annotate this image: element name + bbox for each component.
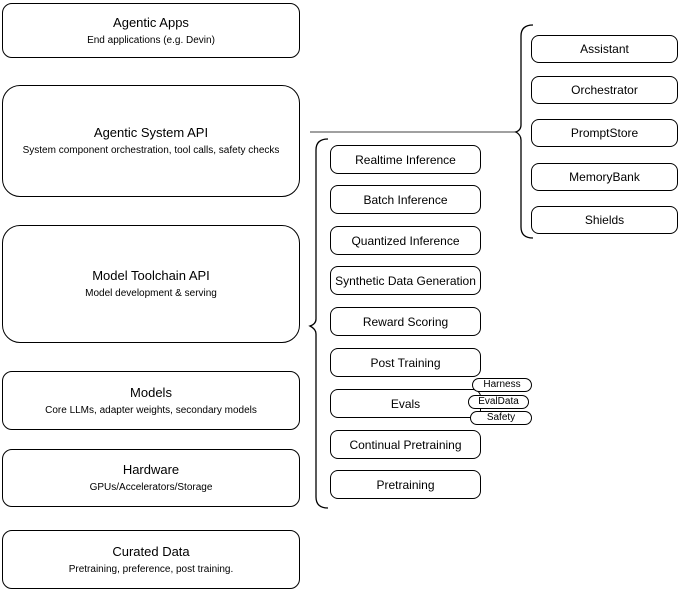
layer-title: Model Toolchain API [92,268,210,283]
layer-hardware: Hardware GPUs/Accelerators/Storage [2,449,300,507]
system-item-memorybank: MemoryBank [531,163,678,191]
toolchain-item-label: Quantized Inference [351,233,460,248]
evals-sub-harness: Harness [472,378,532,392]
toolchain-item-quantized-inference: Quantized Inference [330,226,481,255]
layer-models: Models Core LLMs, adapter weights, secon… [2,371,300,430]
toolchain-item-realtime-inference: Realtime Inference [330,145,481,174]
toolchain-bracket [308,138,329,509]
toolchain-item-label: Synthetic Data Generation [335,273,476,288]
layer-title: Hardware [122,462,180,477]
system-item-promptstore: PromptStore [531,119,678,147]
layer-title: Models [130,384,172,400]
system-item-label: Shields [584,213,625,227]
layer-subtitle: GPUs/Accelerators/Storage [89,482,213,493]
evals-sub-safety: Safety [470,411,532,425]
system-item-orchestrator: Orchestrator [531,76,678,104]
toolchain-item-continual-pretraining: Continual Pretraining [330,430,481,459]
layer-subtitle: Core LLMs, adapter weights, secondary mo… [45,404,257,416]
layer-subtitle: Pretraining, preference, post training. [68,563,234,575]
system-item-shields: Shields [531,206,678,234]
toolchain-item-pretraining: Pretraining [330,470,481,499]
system-bracket [514,24,534,239]
evals-sub-label: EvalData [478,396,519,407]
evals-sub-label: Harness [483,379,521,390]
layer-subtitle: End applications (e.g. Devin) [87,34,215,46]
layer-curated-data: Curated Data Pretraining, preference, po… [2,530,300,589]
toolchain-item-synthetic-data-generation: Synthetic Data Generation [330,266,481,295]
layer-title: Agentic Apps [113,14,189,30]
layer-model-toolchain-api: Model Toolchain API Model development & … [2,225,300,343]
layer-title: Agentic System API [93,125,209,140]
toolchain-item-label: Reward Scoring [362,314,449,329]
toolchain-item-label: Evals [390,396,421,411]
layer-subtitle: Model development & serving [85,288,217,299]
layer-subtitle: System component orchestration, tool cal… [22,145,280,156]
toolchain-item-label: Post Training [370,355,441,370]
system-item-label: Assistant [580,42,629,56]
system-item-label: PromptStore [570,126,639,140]
system-item-label: MemoryBank [569,170,640,184]
toolchain-item-reward-scoring: Reward Scoring [330,307,481,336]
toolchain-item-label: Continual Pretraining [349,437,462,452]
evals-sub-evaldata: EvalData [468,395,529,409]
toolchain-item-label: Realtime Inference [355,152,456,167]
toolchain-item-label: Pretraining [376,477,435,492]
evals-sub-label: Safety [486,412,516,423]
toolchain-item-evals: Evals [330,389,481,418]
toolchain-item-batch-inference: Batch Inference [330,185,481,214]
layer-agentic-apps: Agentic Apps End applications (e.g. Devi… [2,3,300,58]
toolchain-item-label: Batch Inference [363,192,448,207]
layer-agentic-system-api: Agentic System API System component orch… [2,85,300,197]
system-item-label: Orchestrator [571,83,638,97]
system-item-assistant: Assistant [531,35,678,63]
layer-title: Curated Data [112,543,190,559]
toolchain-item-post-training: Post Training [330,348,481,377]
